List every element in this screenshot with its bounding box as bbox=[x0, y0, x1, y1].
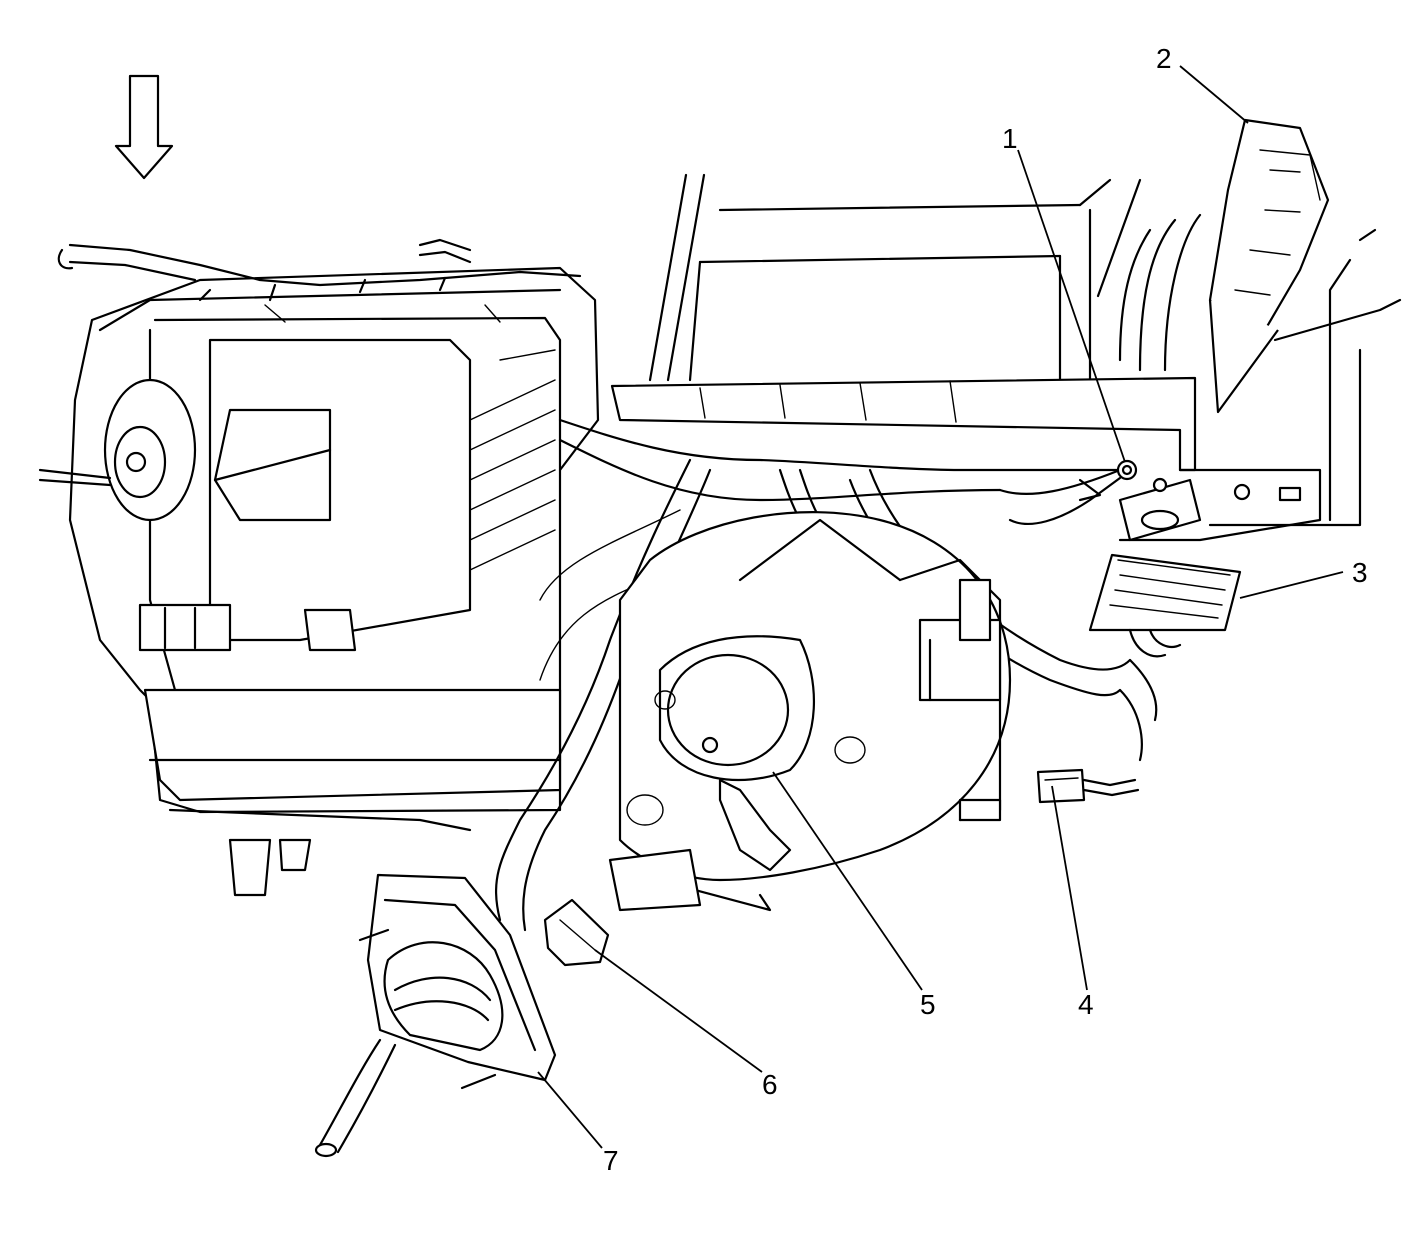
hvac-module-case bbox=[68, 266, 600, 897]
actuator-module bbox=[314, 873, 557, 1158]
callout-3: 3 bbox=[1352, 557, 1368, 588]
electrical-connector bbox=[543, 898, 610, 967]
callout-5: 5 bbox=[920, 989, 936, 1020]
junction-block-connector bbox=[1118, 118, 1330, 414]
dash-structure bbox=[648, 173, 1402, 527]
callout-4: 4 bbox=[1078, 989, 1094, 1020]
callout-6: 6 bbox=[762, 1069, 778, 1100]
wire-harness-left bbox=[38, 238, 582, 487]
callout-labels: 1 2 3 4 5 6 7 bbox=[603, 43, 1368, 1176]
down-arrow-icon bbox=[114, 74, 174, 180]
blower-motor-connector bbox=[1036, 768, 1140, 804]
mount-bracket-right bbox=[918, 477, 1302, 702]
air-duct-bar bbox=[610, 376, 1322, 542]
ground-bolt bbox=[1008, 459, 1138, 525]
leader-lines bbox=[537, 65, 1344, 1149]
callout-2: 2 bbox=[1156, 43, 1172, 74]
blower-motor-resistor bbox=[1088, 553, 1242, 658]
blower-motor-housing bbox=[608, 511, 1012, 912]
callout-7: 7 bbox=[603, 1145, 619, 1176]
callout-1: 1 bbox=[1002, 123, 1018, 154]
